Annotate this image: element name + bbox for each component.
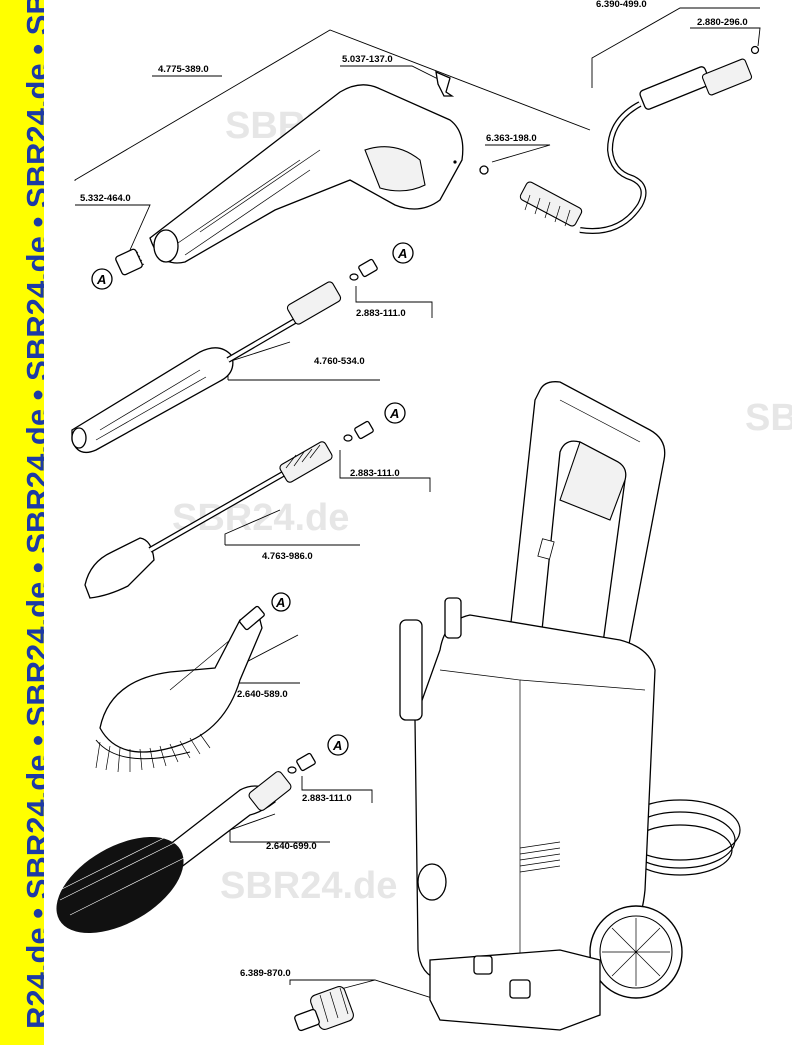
part-number-label: 2.883-111.0 [356,308,406,319]
part-number-label: 5.332-464.0 [80,193,131,204]
wash-brush-part [95,605,265,773]
part-number-label: 2.640-699.0 [266,841,317,852]
connector-part [343,420,374,442]
part-number-label: 6.363-198.0 [486,133,537,144]
pressure-washer-unit [399,381,741,1031]
reference-marker-a: A [392,242,414,264]
o-ring-part [479,165,489,175]
connector-part [349,258,378,281]
rotary-nozzle-lance-part [84,441,333,599]
svg-text:A: A [96,272,106,287]
reference-marker-a: A [271,592,291,612]
clip-part [435,70,455,97]
hose-seal-part [750,45,760,55]
part-number-label: 2.883-111.0 [302,793,352,804]
svg-text:A: A [275,595,285,610]
spray-gun-part [149,84,464,264]
part-number-label: 6.389-870.0 [240,968,291,979]
svg-text:A: A [332,738,342,753]
spray-lance-part [71,281,342,454]
watermark: SBR24.de [220,865,397,907]
rim-brush-part [56,771,292,934]
garden-hose-adapter-part [294,986,354,1032]
reference-marker-a: A [91,268,113,290]
svg-text:A: A [397,246,407,261]
svg-text:A: A [389,406,399,421]
part-number-label: 5.037-137.0 [342,54,393,65]
part-number-label: 2.883-111.0 [350,468,400,479]
high-pressure-hose-part [519,58,753,234]
part-number-label: 2.640-589.0 [237,689,288,700]
watermark: SBR [745,397,792,439]
part-number-label: 6.390-499.0 [596,0,647,10]
part-number-label: 4.760-534.0 [314,356,365,367]
connector-part [287,752,316,774]
reference-marker-a: A [327,734,349,756]
sidebar-banner: R24.de • SBR24.de • SBR24.de • SBR24.de … [0,0,44,1045]
reference-marker-a: A [384,402,406,424]
part-number-label: 2.880-296.0 [697,17,748,28]
spring-part [115,248,145,276]
part-number-label: 4.775-389.0 [158,64,209,75]
part-number-label: 4.763-986.0 [262,551,313,562]
